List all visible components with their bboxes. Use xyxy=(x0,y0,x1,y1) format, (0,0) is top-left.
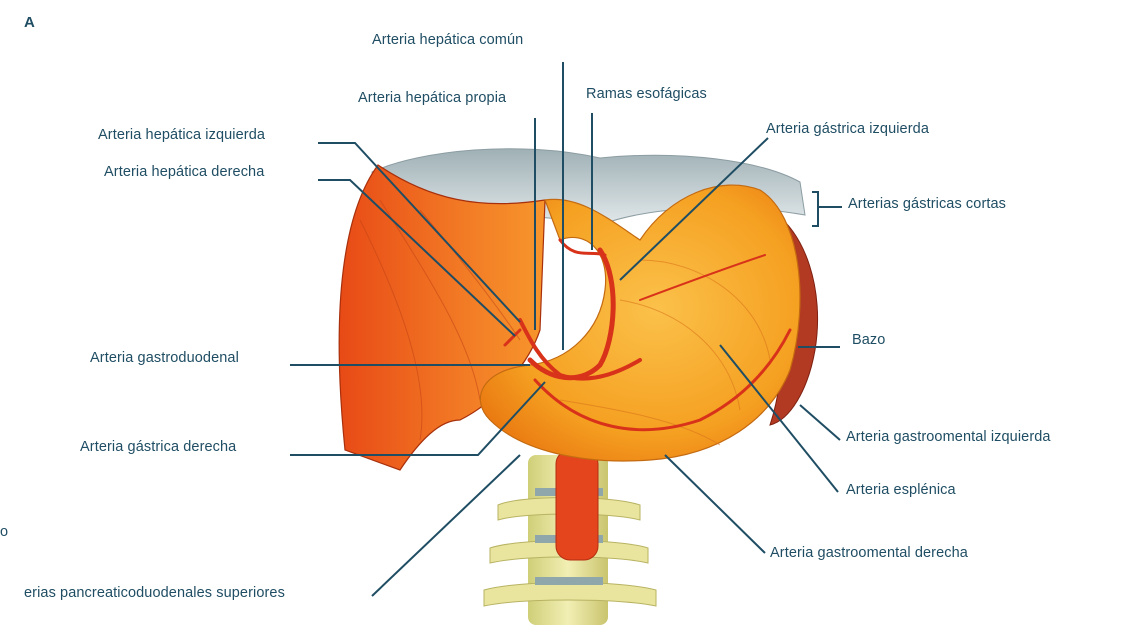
label-arteria-gastrica-derecha: Arteria gástrica derecha xyxy=(80,439,237,455)
aorta-shape xyxy=(555,449,599,561)
label-bazo: Bazo xyxy=(852,332,886,348)
label-arteria-gastrica-izquierda: Arteria gástrica izquierda xyxy=(766,121,929,137)
edge-text-fragment: o xyxy=(0,524,9,540)
label-arteria-hepatica-izquierda: Arteria hepática izquierda xyxy=(98,127,266,143)
panel-letter: A xyxy=(24,14,35,31)
label-arteria-esplenica: Arteria esplénica xyxy=(846,482,956,498)
label-arteria-gastroomental-derecha: Arteria gastroomental derecha xyxy=(770,545,968,561)
label-arterias-gastricas-cortas: Arterias gástricas cortas xyxy=(848,196,1007,212)
label-ramas-esofagicas: Ramas esofágicas xyxy=(586,86,707,102)
label-arterias-pancreaticoduodenales: erias pancreaticoduodenales superiores xyxy=(24,585,285,601)
label-arteria-hepatica-comun: Arteria hepática común xyxy=(372,32,524,48)
label-arteria-gastroduodenal: Arteria gastroduodenal xyxy=(90,350,239,366)
label-arteria-hepatica-derecha: Arteria hepática derecha xyxy=(104,164,265,180)
label-arteria-hepatica-propia: Arteria hepática propia xyxy=(358,90,507,106)
label-arteria-gastroomental-izquierda: Arteria gastroomental izquierda xyxy=(846,429,1051,445)
stomach-shape xyxy=(479,184,801,462)
leader-lines xyxy=(290,62,842,597)
